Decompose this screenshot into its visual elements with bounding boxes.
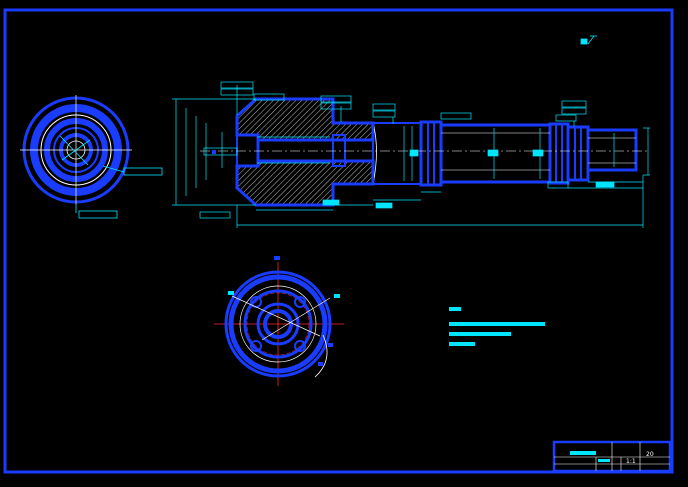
surface-finish-mark — [580, 35, 597, 45]
shaft-dimensions — [172, 81, 650, 228]
notes-line-3 — [449, 342, 475, 346]
title-block-scale: 1:1 — [626, 458, 636, 465]
notes-heading — [449, 307, 461, 311]
title-block-part-name — [570, 451, 596, 455]
drawing-frame — [3, 8, 674, 474]
title-block-material — [598, 459, 610, 462]
flange-view — [214, 256, 344, 386]
left-end-view — [20, 95, 163, 219]
title-block-sheet: 20 — [646, 451, 654, 458]
notes-line-1 — [449, 322, 545, 326]
technical-notes — [449, 307, 545, 346]
shaft-section-view — [200, 97, 648, 207]
title-block: 1:1 20 — [552, 440, 672, 473]
notes-line-2 — [449, 332, 511, 336]
